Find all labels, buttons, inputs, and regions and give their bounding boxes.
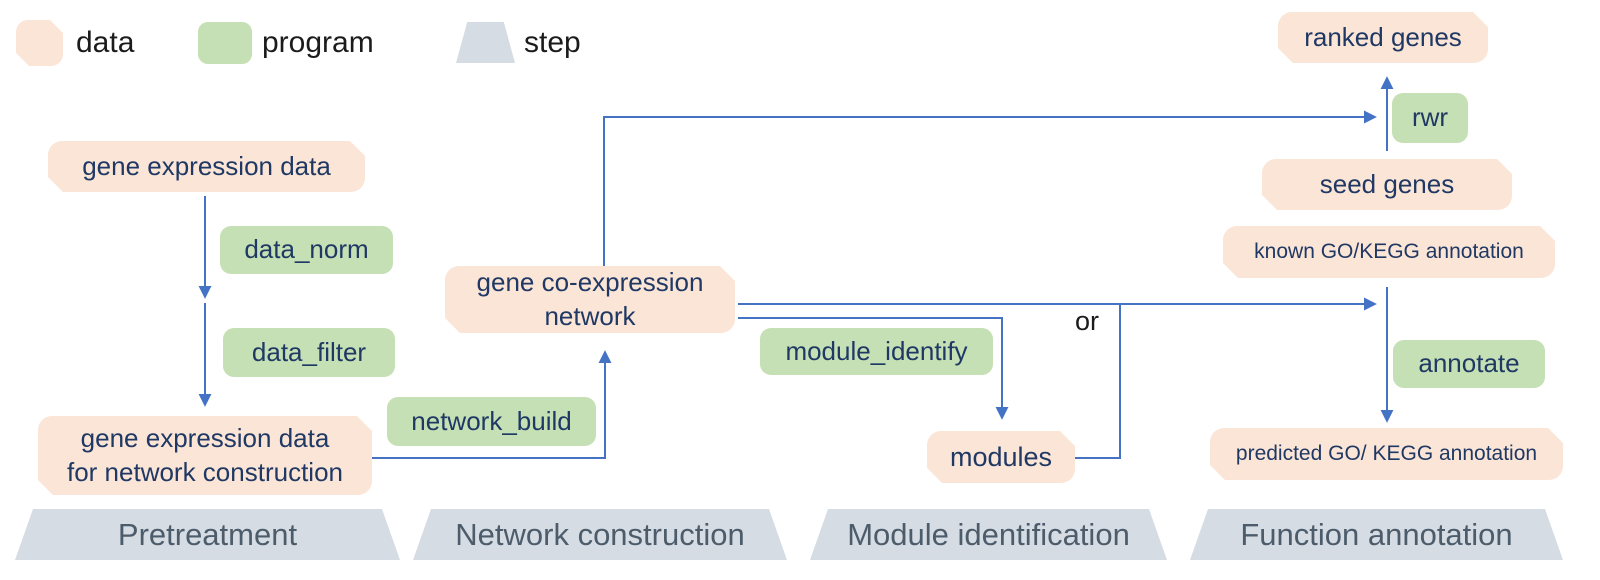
legend-step-swatch xyxy=(456,22,515,63)
node-ranked-genes: ranked genes xyxy=(1278,12,1488,63)
legend-program-swatch xyxy=(198,22,252,64)
node-data-norm: data_norm xyxy=(220,226,393,274)
node-module-identify: module_identify xyxy=(760,328,993,375)
node-modules: modules xyxy=(927,431,1075,483)
node-gene-coexpression-network: gene co-expression network xyxy=(445,266,735,333)
node-annotate: annotate xyxy=(1393,340,1545,388)
node-gene-expression-data: gene expression data xyxy=(48,141,365,192)
or-label: or xyxy=(1075,306,1100,336)
step-pretreatment: Pretreatment xyxy=(15,509,400,560)
step-network-construction: Network construction xyxy=(413,509,787,560)
node-gene-expression-data-for-network: gene expression data for network constru… xyxy=(38,416,372,495)
step-module-identification: Module identification xyxy=(810,509,1167,560)
node-network-build: network_build xyxy=(387,397,596,446)
node-rwr: rwr xyxy=(1392,93,1468,143)
node-data-filter: data_filter xyxy=(223,328,395,377)
step-function-annotation: Function annotation xyxy=(1190,509,1563,560)
legend-program-label: program xyxy=(262,26,374,59)
node-seed-genes: seed genes xyxy=(1262,159,1512,210)
node-known-go-kegg-annotation: known GO/KEGG annotation xyxy=(1223,226,1555,278)
legend-data-swatch xyxy=(16,20,63,66)
legend-data-label: data xyxy=(76,26,135,59)
node-predicted-go-kegg-annotation: predicted GO/ KEGG annotation xyxy=(1210,428,1563,480)
legend-step-label: step xyxy=(524,26,581,59)
